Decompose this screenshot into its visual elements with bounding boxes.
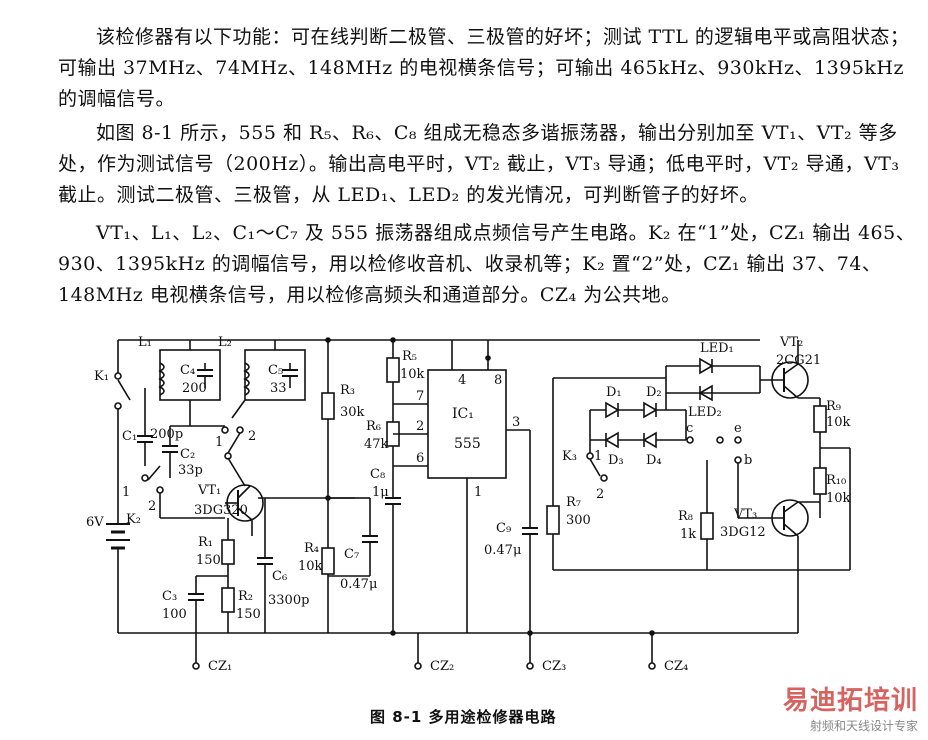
- label-C5: C₅: [268, 363, 283, 378]
- label-LED2: LED₂: [688, 405, 722, 420]
- label-pin7: 7: [416, 389, 424, 404]
- label-R3: R₃: [340, 383, 355, 398]
- label-switch-2b: 2: [148, 499, 156, 514]
- label-C1: C₁: [122, 429, 137, 444]
- label-R10: R₁₀: [826, 473, 846, 488]
- label-C9: C₉: [496, 521, 511, 536]
- label-D4: D₄: [646, 453, 662, 468]
- label-L2: L₂: [218, 335, 232, 350]
- label-C9-value: 0.47μ: [484, 543, 521, 558]
- label-C3-value: 100: [162, 607, 187, 622]
- label-R9-value: 10k: [826, 415, 851, 430]
- label-C4: C₄: [180, 363, 195, 378]
- label-pin6: 6: [416, 451, 424, 466]
- label-C7-value: 0.47μ: [340, 577, 377, 592]
- label-D3: D₃: [608, 453, 624, 468]
- label-K3: K₃: [562, 449, 577, 464]
- label-C3: C₃: [162, 589, 177, 604]
- label-switch-1a: 1: [215, 435, 223, 450]
- label-R4-value: 10k: [298, 559, 323, 574]
- label-R2-value: 150: [236, 607, 261, 622]
- label-R9: R₉: [826, 399, 841, 414]
- label-R8-value: 1k: [680, 527, 696, 542]
- label-terminal-b: b: [744, 453, 752, 468]
- label-C6-value: 3300p: [268, 593, 309, 608]
- label-D1: D₁: [606, 385, 622, 400]
- circuit-schematic: K₁ L₁ L₂ C₄ 200 C₅ 33 C₁ 200p C₂ 33p 1 2…: [86, 335, 851, 674]
- label-switch-1c: 1: [594, 449, 602, 464]
- watermark-brand: 易迪拓培训: [782, 686, 918, 716]
- label-R1: R₁: [198, 535, 213, 550]
- label-switch-1b: 1: [122, 485, 130, 500]
- label-R6: R₆: [366, 419, 381, 434]
- label-VT1-model: 3DG320: [194, 503, 248, 518]
- label-C5-value: 33: [270, 381, 287, 396]
- label-D2: D₂: [646, 385, 662, 400]
- label-R1-value: 150: [196, 553, 221, 568]
- label-VT3: VT₃: [733, 507, 757, 522]
- label-terminal-e: e: [734, 421, 742, 436]
- label-pin3: 3: [512, 415, 520, 430]
- label-switch-2c: 2: [596, 487, 604, 502]
- label-R5: R₅: [402, 349, 417, 364]
- label-R10-value: 10k: [826, 491, 851, 506]
- paragraph-functions: 该检修器有以下功能：可在线判断二极管、三极管的好坏；测试 TTL 的逻辑电平或高…: [58, 26, 910, 110]
- label-VT1: VT₁: [197, 483, 221, 498]
- label-C6: C₆: [272, 569, 287, 584]
- watermark-subtitle: 射频和天线设计专家: [809, 719, 918, 733]
- label-C2-value: 33p: [178, 463, 203, 478]
- label-C8-value: 1μ: [372, 485, 389, 500]
- label-switch-2a: 2: [248, 429, 256, 444]
- label-VT2: VT₂: [779, 335, 803, 350]
- label-VT2-model: 2CG21: [776, 353, 821, 368]
- figure-caption: 图 8-1 多用途检修器电路: [370, 708, 557, 726]
- watermark: 易迪拓培训 射频和天线设计专家: [783, 680, 918, 734]
- label-LED1: LED₁: [700, 341, 734, 356]
- label-CZ3: CZ₃: [542, 659, 566, 674]
- label-CZ4: CZ₄: [664, 659, 688, 674]
- label-CZ2: CZ₂: [430, 659, 454, 674]
- label-C1-value: 200p: [150, 427, 183, 442]
- paragraph-signal-circuit: VT₁、L₁、L₂、C₁～C₇ 及 555 振荡器组成点频信号产生电路。K₂ 在…: [58, 222, 916, 306]
- label-R7: R₇: [566, 495, 581, 510]
- label-C7: C₇: [344, 547, 359, 562]
- label-IC1-model: 555: [454, 436, 481, 452]
- label-pin2: 2: [416, 419, 424, 434]
- label-R6-value: 47k: [364, 437, 389, 452]
- label-C2: C₂: [180, 447, 195, 462]
- label-pin1: 1: [474, 485, 482, 500]
- label-R5-value: 10k: [400, 367, 425, 382]
- label-CZ1: CZ₁: [208, 659, 232, 674]
- label-L1: L₁: [138, 335, 152, 350]
- label-pin4: 4: [458, 373, 466, 388]
- label-IC1: IC₁: [452, 406, 474, 422]
- label-6V: 6V: [86, 515, 104, 530]
- label-C4-value: 200: [182, 381, 207, 396]
- label-K2: K₂: [126, 512, 141, 527]
- paragraph-oscillator: 如图 8-1 所示，555 和 R₅、R₆、C₈ 组成无稳态多谐振荡器，输出分别…: [58, 122, 900, 206]
- label-VT3-model: 3DG12: [720, 525, 766, 540]
- label-R2: R₂: [238, 589, 253, 604]
- label-pin8: 8: [494, 373, 502, 388]
- label-K1: K₁: [94, 369, 109, 384]
- label-terminal-c: c: [686, 421, 693, 436]
- label-C8: C₈: [370, 467, 385, 482]
- label-R8: R₈: [678, 509, 693, 524]
- label-R7-value: 300: [566, 513, 591, 528]
- label-R3-value: 30k: [340, 405, 365, 420]
- label-R4: R₄: [304, 541, 319, 556]
